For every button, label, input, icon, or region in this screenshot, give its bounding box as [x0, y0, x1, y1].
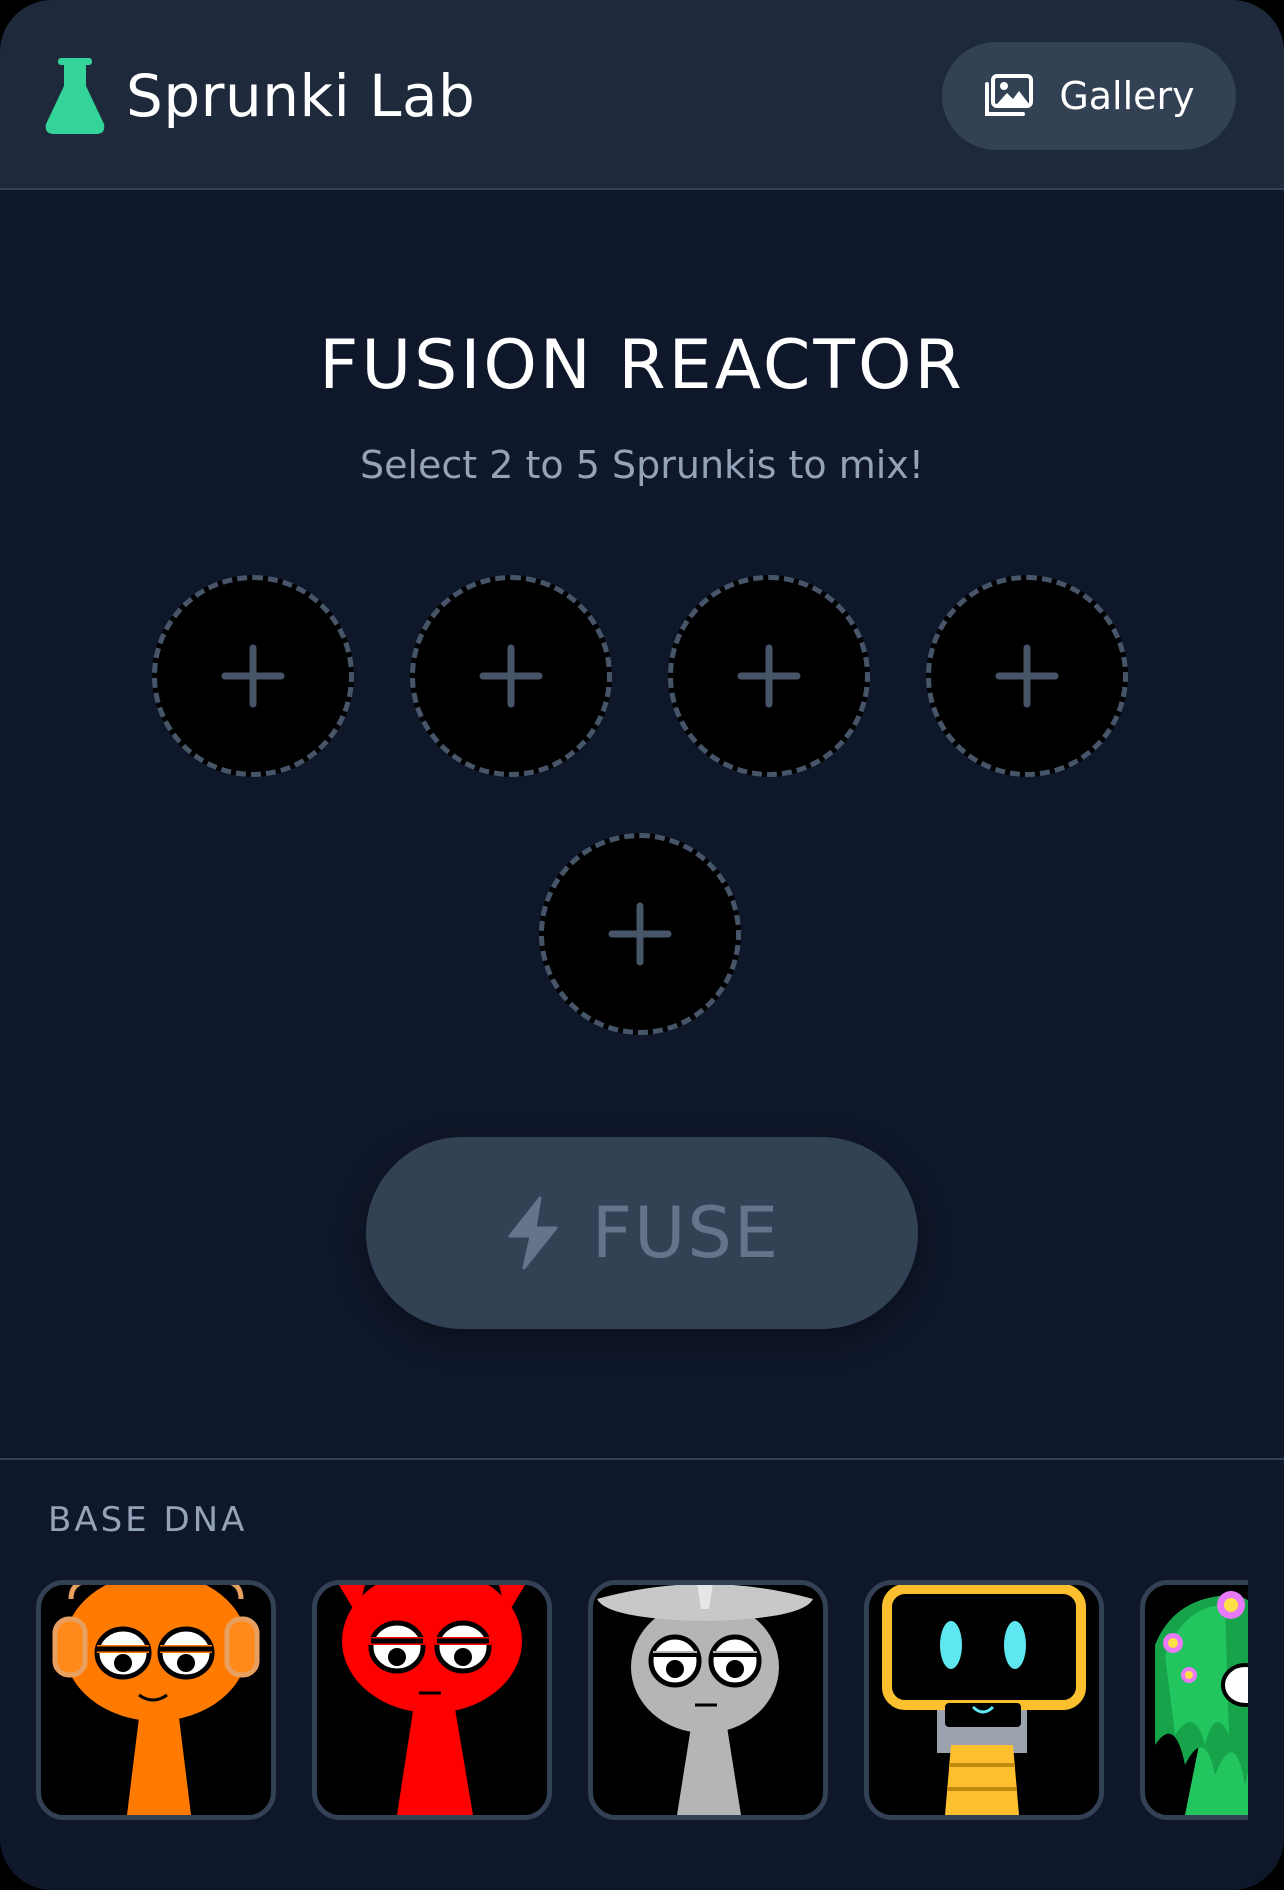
app-title: Sprunki Lab: [126, 62, 476, 130]
plus-icon: [479, 644, 543, 708]
dna-card-red[interactable]: [312, 1580, 552, 1820]
top-bar: Sprunki Lab Gallery: [0, 0, 1284, 190]
red-sprunki-avatar: [317, 1585, 547, 1815]
base-dna-label: BASE DNA: [48, 1500, 248, 1540]
reactor-title: FUSION REACTOR: [319, 326, 965, 405]
dna-card-orange[interactable]: [36, 1580, 276, 1820]
robot-sprunki-avatar: [869, 1585, 1099, 1815]
fusion-slot-2[interactable]: [410, 575, 612, 777]
gallery-button[interactable]: Gallery: [942, 42, 1236, 150]
plus-icon: [737, 644, 801, 708]
brand: Sprunki Lab: [44, 58, 475, 134]
dna-card-green[interactable]: [1140, 1580, 1248, 1820]
plus-icon: [221, 644, 285, 708]
plus-icon: [608, 902, 672, 966]
fuse-button[interactable]: FUSE: [366, 1137, 918, 1329]
images-icon: [983, 74, 1034, 118]
fusion-slot-4[interactable]: [926, 575, 1128, 777]
flask-icon: [44, 58, 106, 134]
plus-icon: [995, 644, 1059, 708]
dna-card-robot[interactable]: [864, 1580, 1104, 1820]
fuse-label: FUSE: [591, 1192, 781, 1274]
fusion-slot-5[interactable]: [539, 833, 741, 1035]
gray-sprunki-avatar: [593, 1585, 823, 1815]
fusion-slot-1[interactable]: [152, 575, 354, 777]
orange-sprunki-avatar: [41, 1585, 271, 1815]
dna-card-gray[interactable]: [588, 1580, 828, 1820]
reactor-subtitle: Select 2 to 5 Sprunkis to mix!: [359, 443, 925, 487]
gallery-label: Gallery: [1059, 74, 1195, 118]
green-sprunki-avatar: [1145, 1585, 1248, 1815]
lightning-bolt-icon: [504, 1196, 562, 1270]
section-divider: [0, 1458, 1284, 1460]
base-dna-list[interactable]: [36, 1580, 1248, 1820]
fusion-slot-3[interactable]: [668, 575, 870, 777]
